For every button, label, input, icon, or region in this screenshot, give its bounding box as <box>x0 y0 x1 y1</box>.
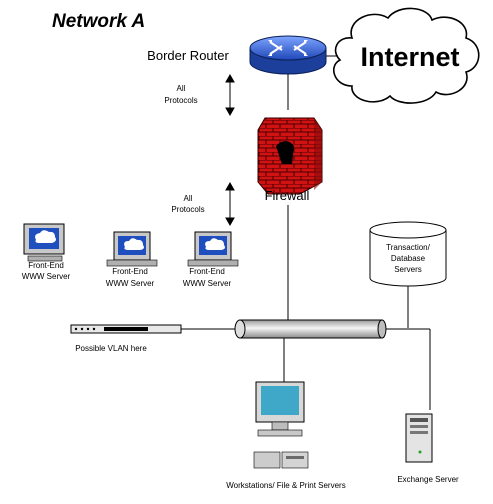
lower-protocols-label-line2: Protocols <box>171 205 204 214</box>
firewall-icon <box>257 117 323 195</box>
frontend-server-3-label-line1: Front-End <box>189 267 225 276</box>
backbone-tube-icon <box>234 319 387 339</box>
lower-protocols-label-line1: All <box>184 194 193 203</box>
internet-cloud: Internet <box>332 7 480 104</box>
border-router-label: Border Router <box>147 48 229 63</box>
workstation-icon <box>253 381 309 469</box>
diagram-title: Network A <box>52 11 145 32</box>
upper-protocols-label-line2: Protocols <box>164 96 197 105</box>
frontend-server-2-icon <box>106 231 158 267</box>
frontend-server-2-label-line2: WWW Server <box>106 279 155 288</box>
database-label-line1: Transaction/ <box>386 243 431 252</box>
frontend-server-1-label-line2: WWW Server <box>22 272 71 281</box>
upper-protocols-label-line1: All <box>177 84 186 93</box>
database-label-line2: Database <box>391 254 426 263</box>
firewall-label: Firewall <box>265 188 310 203</box>
frontend-server-2-label-line1: Front-End <box>112 267 148 276</box>
exchange-server-label: Exchange Server <box>397 475 459 484</box>
frontend-server-3-label-line2: WWW Server <box>183 279 232 288</box>
frontend-server-3-icon <box>187 231 239 267</box>
frontend-server-1-icon <box>23 223 65 262</box>
upper-protocols-arrow <box>225 73 235 117</box>
workstations-label: Workstations/ File & Print Servers <box>226 481 345 490</box>
vlan-switch-icon <box>70 324 182 334</box>
database-label-line3: Servers <box>394 265 422 274</box>
frontend-server-1-label-line1: Front-End <box>28 261 64 270</box>
internet-label: Internet <box>360 42 459 72</box>
border-router-icon <box>249 35 327 75</box>
exchange-server-icon <box>405 413 433 463</box>
lower-protocols-arrow <box>225 181 235 227</box>
vlan-label: Possible VLAN here <box>75 344 147 353</box>
database-cylinder-icon <box>369 221 447 287</box>
